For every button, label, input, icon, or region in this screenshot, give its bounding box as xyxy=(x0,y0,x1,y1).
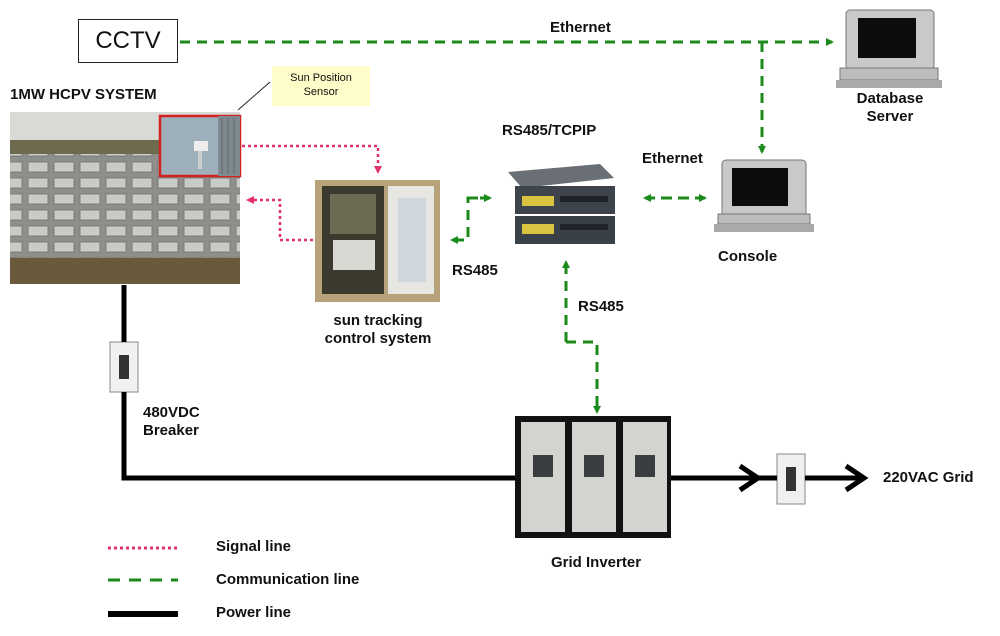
legend-signal-label: Signal line xyxy=(216,538,292,555)
cctv-box: CCTV xyxy=(78,19,178,63)
converter-label: RS485/TCPIP xyxy=(502,122,597,139)
hcpv-system-label: 1MW HCPV SYSTEM xyxy=(10,86,157,103)
sun-position-sensor-photo xyxy=(158,114,242,178)
power-lines xyxy=(121,285,869,493)
ethernet-top-label: Ethernet xyxy=(550,19,611,36)
sensor-callout-line-1: Sun Position xyxy=(290,72,352,84)
ethernet-console-label: Ethernet xyxy=(642,150,703,167)
sensor-callout-pointer xyxy=(237,81,271,111)
sun-position-sensor-callout: Sun Position Sensor xyxy=(272,66,370,106)
breaker-480-line-1: 480VDC xyxy=(143,404,200,421)
console-label: Console xyxy=(718,248,778,265)
grid-220-label: 220VAC Grid xyxy=(883,469,974,486)
breaker-480-label: 480VDC Breaker xyxy=(143,404,200,440)
breaker-480vdc-device xyxy=(109,341,139,393)
sun-tracking-label: sun tracking control system xyxy=(310,312,446,348)
database-server-line-2: Server xyxy=(866,108,914,125)
breaker-480-line-2: Breaker xyxy=(143,422,199,439)
breaker-grid-device xyxy=(776,453,806,505)
converter-device xyxy=(508,164,615,244)
grid-inverter-label: Grid Inverter xyxy=(551,554,642,571)
communication-lines xyxy=(180,38,834,414)
rs485-tracking-label: RS485 xyxy=(452,262,498,279)
database-server-line-1: Database xyxy=(856,90,924,107)
rs485-inverter-label: RS485 xyxy=(578,298,624,315)
sun-tracking-controller-photo xyxy=(315,180,440,302)
database-server-label: Database Server xyxy=(850,90,930,126)
console-computer xyxy=(714,159,814,232)
sun-tracking-line-1: sun tracking xyxy=(333,312,423,329)
sun-tracking-line-2: control system xyxy=(324,330,432,347)
legend-power-label: Power line xyxy=(216,604,292,621)
database-server-computer xyxy=(836,9,942,88)
sensor-callout-line-2: Sensor xyxy=(303,86,339,98)
legend-communication-label: Communication line xyxy=(216,571,360,588)
grid-inverter-device xyxy=(515,416,671,538)
